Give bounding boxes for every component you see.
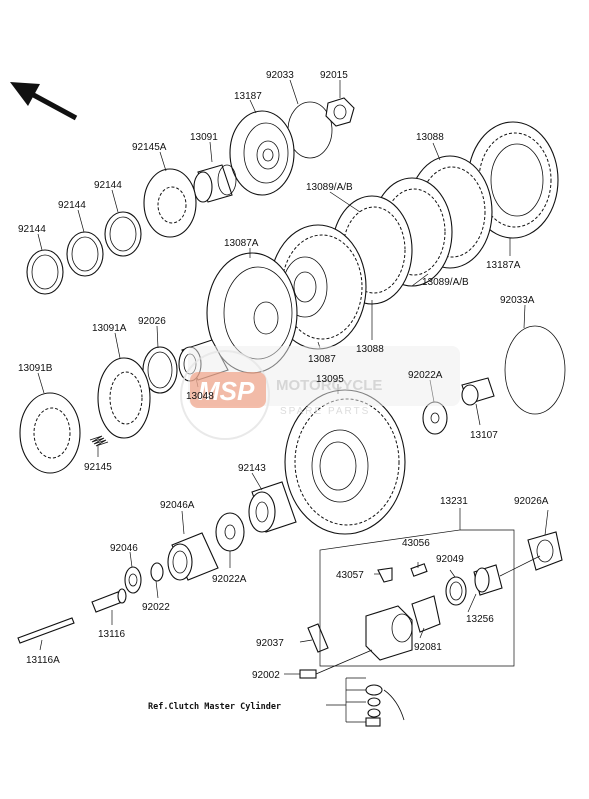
part-label: 92049	[436, 554, 464, 565]
washer-92144-b	[66, 231, 104, 277]
watermark: MSP MOTORCYCLE SPARE PARTS	[180, 346, 460, 440]
bolt-92002	[299, 649, 373, 679]
part-label: 92033A	[500, 295, 535, 306]
plate-13091B	[19, 392, 81, 474]
part-label: 13231	[440, 496, 468, 507]
part-label: 92037	[256, 638, 284, 649]
bearing-92046	[124, 566, 142, 594]
cap-43057	[377, 567, 393, 583]
part-label: 13187	[234, 91, 262, 102]
part-label: 43057	[336, 570, 364, 581]
part-label: 13088	[356, 344, 384, 355]
washer-92022A-upper	[422, 401, 448, 435]
clamp-92037	[307, 623, 329, 653]
part-label: 13116A	[26, 655, 60, 666]
plate-13187A	[467, 121, 559, 239]
holder-13091A	[97, 357, 151, 439]
spring-plate-92145A	[143, 168, 197, 238]
part-label: 13089/A/B	[422, 277, 469, 288]
washer-92144-a	[26, 249, 64, 295]
part-label: 92002	[252, 670, 280, 681]
part-label: 13091A	[92, 323, 127, 334]
part-label: 92022	[142, 602, 170, 613]
push-rod-13116	[91, 588, 127, 613]
part-13107	[461, 377, 495, 406]
arrow-up-left-icon	[10, 82, 78, 121]
part-label: 13116	[98, 629, 126, 640]
snap-ring-92033	[287, 101, 333, 159]
washer-92022	[150, 562, 164, 582]
nut-92015	[325, 97, 355, 127]
piston-13256	[473, 564, 503, 596]
slave-cylinder-13231	[365, 605, 413, 661]
washer-92144-c	[104, 211, 142, 257]
part-label: 92046A	[160, 500, 195, 511]
part-label: 43056	[402, 538, 430, 549]
part-label: 92015	[320, 70, 348, 81]
watermark-logo-badge	[190, 372, 266, 408]
part-label: 92143	[238, 463, 266, 474]
part-label: 92145	[84, 462, 112, 473]
part-label: 13087A	[224, 238, 259, 249]
part-label: 13095	[316, 374, 344, 385]
part-label: 92144	[18, 224, 46, 235]
part-label: 13048	[186, 391, 214, 402]
part-label: 13091B	[18, 363, 53, 374]
push-rod-13116A	[17, 617, 75, 644]
snap-ring-92033A	[504, 325, 566, 415]
part-label: 92026A	[514, 496, 549, 507]
part-label: 92033	[266, 70, 294, 81]
part-label: 13088	[416, 132, 444, 143]
part-label: 13087	[308, 354, 336, 365]
needle-bearing-92046A	[167, 532, 219, 581]
part-label: 13256	[466, 614, 494, 625]
watermark-tagline: SPARE PARTS	[280, 406, 370, 417]
bleeder-43056	[410, 563, 428, 577]
spring-92145	[89, 435, 109, 447]
part-label: 13187A	[486, 260, 521, 271]
part-label: 92022A	[408, 370, 443, 381]
seal-92049	[445, 576, 467, 606]
part-label: 92144	[58, 200, 86, 211]
part-label: 92046	[110, 543, 138, 554]
reference-note: Ref.Clutch Master Cylinder	[148, 701, 281, 712]
pressure-plate-13187	[229, 110, 295, 196]
watermark-logo: MSP	[198, 376, 255, 406]
hose-fitting	[365, 684, 405, 727]
boot-92081	[411, 595, 441, 633]
part-label: 13089/A/B	[306, 182, 353, 193]
collar-92143	[248, 481, 297, 533]
part-label: 92026	[138, 316, 166, 327]
part-label: 92022A	[212, 574, 247, 585]
part-label: 13091	[190, 132, 218, 143]
part-label: 13107	[470, 430, 498, 441]
watermark-brand: MOTORCYCLE	[276, 377, 382, 394]
part-label: 92144	[94, 180, 122, 191]
part-label: 92145A	[132, 142, 167, 153]
part-label: 92081	[414, 642, 442, 653]
gasket-92026A	[527, 531, 563, 571]
part-labels: 92033 92015 13187 13091 92145A 92144 921…	[18, 70, 549, 712]
bearing-13091	[193, 164, 237, 203]
clutch-housing-13095	[284, 389, 406, 535]
washer-92022A-lower	[215, 512, 245, 552]
